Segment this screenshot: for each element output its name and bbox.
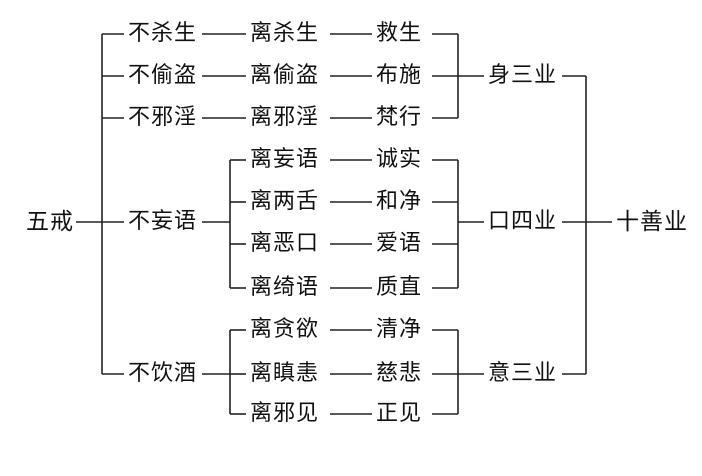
- virtue-saving-life: 救生: [376, 21, 423, 46]
- virtue-purity: 清净: [376, 317, 423, 342]
- abstain-stealing: 离偷盗: [250, 63, 320, 88]
- abstain-anger: 离瞋恚: [250, 361, 320, 386]
- abstain-greed: 离贪欲: [250, 317, 320, 342]
- virtue-straightforward: 质直: [376, 275, 423, 300]
- virtue-giving: 布施: [376, 63, 423, 88]
- result-ten-wholesome-karma: 十善业: [616, 209, 688, 235]
- precept-no-misconduct: 不邪淫: [128, 105, 198, 130]
- precept-no-killing: 不杀生: [128, 21, 198, 46]
- group-mind-karma: 意三业: [488, 361, 558, 386]
- abstain-killing: 离杀生: [250, 21, 320, 46]
- precept-no-stealing: 不偷盗: [128, 63, 198, 88]
- root-node: 五戒: [26, 209, 74, 235]
- precept-no-lying: 不妄语: [128, 209, 198, 234]
- abstain-divisive-speech: 离两舌: [250, 189, 320, 214]
- virtue-pure-conduct: 梵行: [376, 105, 423, 130]
- virtue-honesty: 诚实: [376, 147, 423, 172]
- virtue-kind-speech: 爱语: [376, 231, 423, 256]
- virtue-right-view: 正见: [376, 401, 423, 426]
- precept-no-intoxicants: 不饮酒: [128, 361, 198, 386]
- virtue-compassion: 慈悲: [376, 361, 423, 386]
- abstain-idle-speech: 离绮语: [250, 275, 320, 300]
- abstain-wrong-view: 离邪见: [250, 401, 320, 426]
- abstain-harsh-speech: 离恶口: [250, 231, 320, 256]
- abstain-misconduct: 离邪淫: [250, 105, 320, 130]
- group-speech-karma: 口四业: [488, 209, 558, 234]
- abstain-false-speech: 离妄语: [250, 147, 320, 172]
- virtue-harmony: 和净: [376, 189, 423, 214]
- group-body-karma: 身三业: [488, 63, 558, 88]
